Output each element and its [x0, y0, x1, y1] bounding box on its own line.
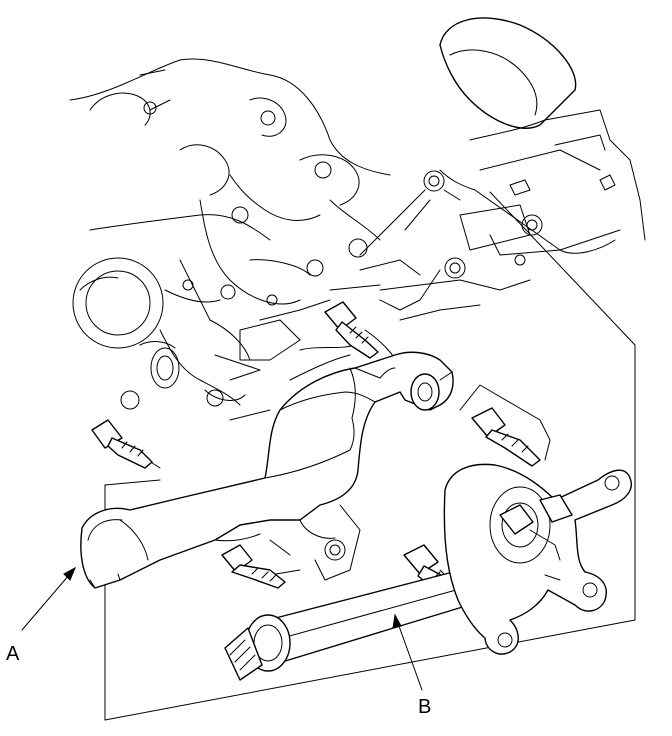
heat-shield-bracket — [80, 351, 454, 589]
bolt-middle-right — [471, 407, 541, 467]
callout-b-label: B — [418, 696, 431, 718]
bolt-lower — [221, 544, 286, 589]
bolt-left — [91, 419, 153, 469]
engine-block — [69, 17, 646, 421]
bolt-top — [324, 301, 379, 359]
callout-a: A — [6, 566, 77, 665]
intermediate-shaft — [224, 463, 632, 681]
callout-a-label: A — [6, 643, 20, 665]
callout-b: B — [392, 613, 431, 718]
assembly-frame — [104, 191, 636, 721]
